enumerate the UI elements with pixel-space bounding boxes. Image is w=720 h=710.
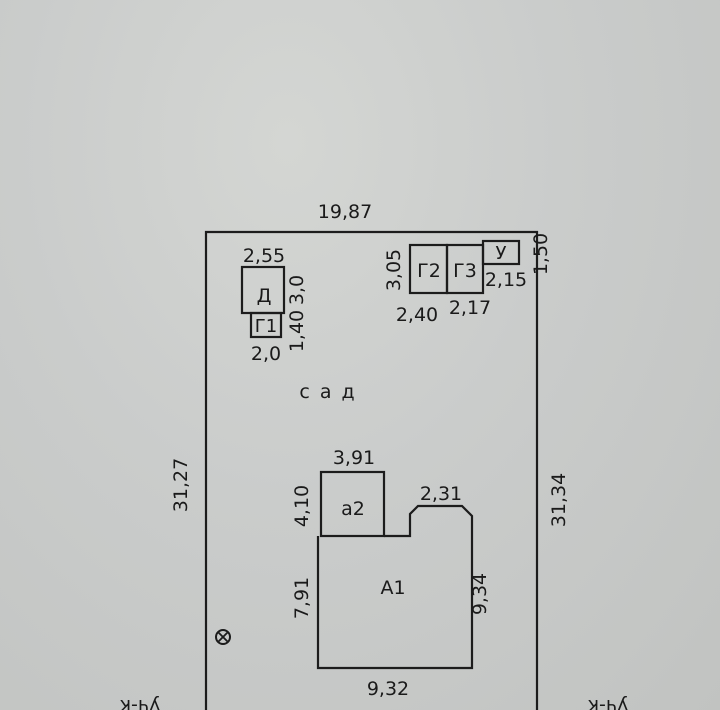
house-a1-right-dimension: 9,34 bbox=[469, 573, 491, 615]
plot-top-dimension: 19,87 bbox=[318, 201, 372, 223]
annex-a2-depth: 4,10 bbox=[291, 485, 313, 527]
building-g2-width: 2,40 bbox=[396, 304, 438, 326]
house-a1-outline bbox=[316, 504, 474, 670]
building-u-label: У bbox=[496, 243, 507, 264]
neighbor-plot-left-label: уч-к bbox=[120, 695, 161, 710]
building-g1-outline bbox=[249, 311, 283, 339]
building-d-depth: 3,0 bbox=[286, 275, 308, 305]
plot-right-dimension: 31,34 bbox=[548, 473, 570, 527]
neighbor-plot-right-label: уч-к bbox=[588, 695, 629, 710]
building-d-width: 2,55 bbox=[243, 245, 285, 267]
building-d-label: Д bbox=[257, 285, 272, 307]
building-g1-depth: 1,40 bbox=[286, 310, 308, 352]
building-u-depth: 1,50 bbox=[530, 233, 552, 275]
building-g1-width: 2,0 bbox=[251, 343, 281, 365]
plot-left-dimension: 31,27 bbox=[170, 458, 192, 512]
house-a1-left-dimension: 7,91 bbox=[291, 577, 313, 619]
garden-label: с а д bbox=[299, 381, 356, 403]
porch-width: 2,31 bbox=[420, 483, 462, 505]
annex-a2-outline bbox=[319, 470, 386, 538]
building-g3-outline bbox=[445, 243, 485, 295]
outbuildings-height: 3,05 bbox=[383, 249, 405, 291]
compass-symbol-icon bbox=[215, 629, 231, 645]
building-g3-width: 2,17 bbox=[449, 297, 491, 319]
building-g1-label: Г1 bbox=[255, 316, 277, 337]
annex-a2-width: 3,91 bbox=[333, 447, 375, 469]
building-u-width: 2,15 bbox=[485, 269, 527, 291]
house-a1-bottom-dimension: 9,32 bbox=[367, 678, 409, 700]
building-g2-label: Г2 bbox=[417, 260, 441, 282]
house-a1-label: А1 bbox=[380, 577, 405, 599]
building-u-outline bbox=[481, 239, 521, 266]
plot-boundary bbox=[204, 230, 539, 710]
annex-a2-label: а2 bbox=[341, 498, 365, 520]
building-g3-label: Г3 bbox=[453, 260, 477, 282]
